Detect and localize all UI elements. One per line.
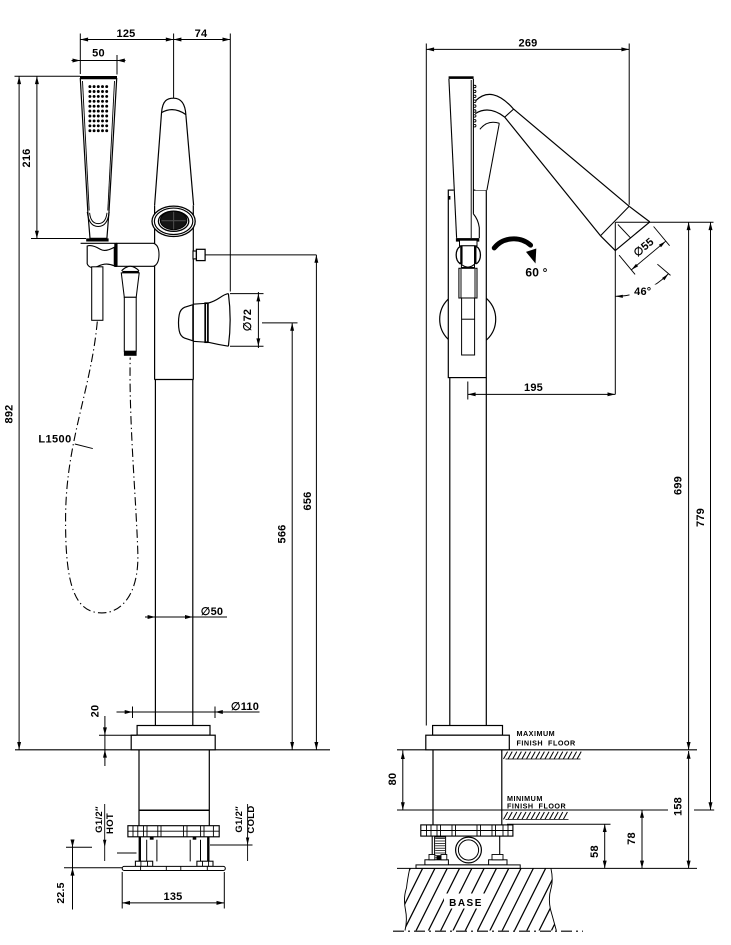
svg-text:22.5: 22.5 — [55, 882, 67, 903]
svg-text:COLD: COLD — [246, 805, 257, 833]
svg-text:MAXIMUM: MAXIMUM — [517, 729, 556, 738]
svg-text:MINIMUM: MINIMUM — [507, 794, 543, 803]
svg-text:60 °: 60 ° — [525, 266, 547, 280]
svg-text:∅110: ∅110 — [231, 701, 259, 713]
svg-text:80: 80 — [387, 773, 399, 786]
svg-text:74: 74 — [195, 28, 208, 40]
svg-text:58: 58 — [589, 845, 601, 858]
svg-text:46°: 46° — [634, 286, 651, 298]
svg-text:∅72: ∅72 — [242, 309, 254, 331]
svg-text:195: 195 — [524, 382, 543, 394]
svg-text:∅50: ∅50 — [201, 606, 223, 618]
svg-text:566: 566 — [277, 525, 289, 544]
svg-text:656: 656 — [302, 492, 314, 511]
svg-text:158: 158 — [673, 797, 685, 816]
svg-text:216: 216 — [21, 149, 33, 168]
svg-text:HOT: HOT — [105, 813, 116, 834]
svg-text:78: 78 — [626, 832, 638, 845]
svg-text:20: 20 — [89, 705, 101, 718]
svg-text:892: 892 — [4, 405, 16, 424]
svg-text:BASE: BASE — [449, 898, 483, 909]
svg-text:699: 699 — [673, 476, 685, 495]
svg-text:FINISH FLOOR: FINISH FLOOR — [517, 738, 577, 747]
svg-text:135: 135 — [164, 891, 183, 903]
svg-text:L1500: L1500 — [38, 434, 71, 446]
svg-text:779: 779 — [695, 508, 707, 527]
svg-text:G1/2″: G1/2″ — [94, 806, 105, 833]
svg-text:G1/2″: G1/2″ — [234, 806, 245, 833]
svg-text:FINISH FLOOR: FINISH FLOOR — [507, 802, 567, 811]
svg-text:50: 50 — [92, 48, 105, 60]
svg-text:125: 125 — [117, 28, 136, 40]
svg-text:269: 269 — [519, 37, 538, 49]
